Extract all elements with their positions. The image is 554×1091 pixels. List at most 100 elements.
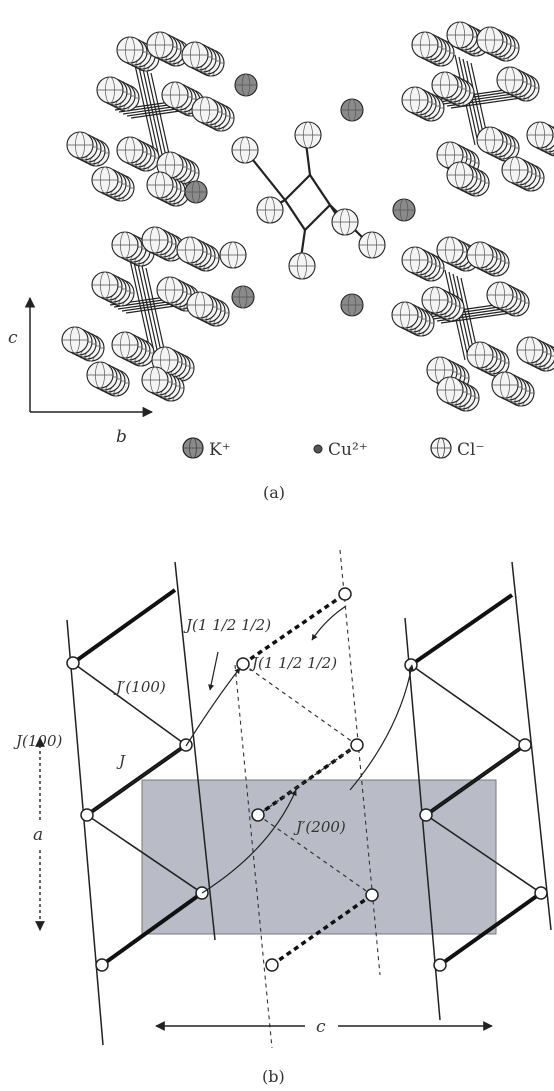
legend-k-label: K⁺ bbox=[209, 440, 231, 460]
chloride-ion bbox=[436, 376, 464, 404]
axis-c-label-b: c bbox=[316, 1017, 326, 1037]
chloride-ion bbox=[111, 331, 139, 359]
label-j-prime-200: J′(200) bbox=[293, 818, 346, 836]
chloride-ion bbox=[466, 341, 494, 369]
legend-cu-label: Cu²⁺ bbox=[328, 440, 368, 460]
chloride-ion bbox=[466, 241, 494, 269]
cu-site bbox=[95, 958, 109, 972]
chloride-ion bbox=[446, 21, 474, 49]
chloride-ion bbox=[91, 271, 119, 299]
chloride-ion bbox=[61, 326, 89, 354]
exchange-bonds bbox=[71, 588, 543, 967]
chloride-ion bbox=[141, 366, 169, 394]
cu-site bbox=[350, 738, 364, 752]
chloride-ion bbox=[141, 226, 169, 254]
chloride-ion bbox=[116, 136, 144, 164]
chloride-ion bbox=[66, 131, 94, 159]
chloride-ion bbox=[219, 241, 247, 269]
label-j-prime-100: J′(100) bbox=[113, 678, 166, 696]
chloride-ion bbox=[516, 336, 544, 364]
chloride-ion bbox=[401, 86, 429, 114]
chloride-ion bbox=[161, 81, 189, 109]
chloride-ion bbox=[288, 252, 316, 280]
legend: K⁺ Cu²⁺ Cl⁻ bbox=[182, 437, 484, 460]
chloride-ion bbox=[151, 346, 179, 374]
chloride-ion bbox=[436, 236, 464, 264]
exchange-paths bbox=[185, 605, 414, 894]
chloride-ion bbox=[431, 71, 459, 99]
chloride-ion bbox=[294, 121, 322, 149]
chloride-ion bbox=[446, 161, 474, 189]
cu-site bbox=[80, 808, 94, 822]
chloride-ion bbox=[96, 76, 124, 104]
chloride-ion bbox=[181, 41, 209, 69]
chloride-ion bbox=[256, 196, 284, 224]
central-cu2cl6-dimer bbox=[219, 121, 386, 280]
chloride-ion bbox=[86, 361, 114, 389]
chloride-ion bbox=[496, 66, 524, 94]
panel-a: c b K⁺ Cu²⁺ Cl⁻ (a) bbox=[8, 21, 554, 502]
cucl-chain-clusters bbox=[61, 21, 554, 412]
cu-site bbox=[66, 656, 80, 670]
cu-sites bbox=[66, 587, 548, 972]
chain-cluster bbox=[66, 31, 235, 207]
chloride-ion bbox=[491, 371, 519, 399]
chloride-ion bbox=[116, 36, 144, 64]
chloride-ion bbox=[146, 31, 174, 59]
chloride-ion bbox=[91, 166, 119, 194]
axis-c-label: c bbox=[8, 328, 18, 348]
chloride-ion bbox=[176, 236, 204, 264]
cu-site bbox=[365, 888, 379, 902]
chain-cluster bbox=[401, 21, 554, 197]
label-j-half-mid: J(1 1/2 1/2) bbox=[249, 654, 337, 672]
chloride-ion bbox=[156, 276, 184, 304]
chloride-ion bbox=[391, 301, 419, 329]
potassium-ion-sphere-icon bbox=[182, 437, 204, 459]
chloride-ion bbox=[476, 26, 504, 54]
axis-a-label: a bbox=[33, 825, 43, 845]
chain-cluster bbox=[391, 236, 554, 412]
potassium-ion bbox=[234, 73, 258, 97]
dashed-chain-axes bbox=[234, 549, 381, 1049]
cu-site bbox=[419, 808, 433, 822]
chloride-ion bbox=[186, 291, 214, 319]
potassium-ion bbox=[231, 285, 255, 309]
panel-b: J(1 1/2 1/2) J(1 1/2 1/2) J′(100) J(100)… bbox=[13, 549, 552, 1086]
cu-site bbox=[433, 958, 447, 972]
caption-a: (a) bbox=[263, 483, 285, 502]
caption-b: (b) bbox=[262, 1067, 285, 1086]
chloride-ion bbox=[231, 136, 259, 164]
chloride-ion bbox=[146, 171, 174, 199]
chloride-ion bbox=[526, 121, 554, 149]
cu-site bbox=[265, 958, 279, 972]
axis-b-label: b bbox=[116, 427, 127, 447]
potassium-ion bbox=[340, 98, 364, 122]
axis-arrows-a bbox=[24, 296, 154, 418]
chloride-ion bbox=[111, 231, 139, 259]
copper-ion-dot-icon bbox=[313, 444, 323, 454]
chloride-ion bbox=[411, 31, 439, 59]
chloride-ion bbox=[486, 281, 514, 309]
chloride-ion-sphere-icon bbox=[430, 437, 452, 459]
chain-cluster bbox=[61, 226, 230, 402]
legend-cl-label: Cl⁻ bbox=[457, 440, 484, 460]
potassium-ion bbox=[392, 198, 416, 222]
chloride-ion bbox=[331, 208, 359, 236]
label-j-half-top: J(1 1/2 1/2) bbox=[183, 616, 271, 634]
cu-site bbox=[534, 886, 548, 900]
cu-site bbox=[236, 657, 250, 671]
label-j-100: J(100) bbox=[13, 732, 62, 750]
chloride-ion bbox=[476, 126, 504, 154]
potassium-ion bbox=[340, 293, 364, 317]
chloride-ion bbox=[421, 286, 449, 314]
cu-site bbox=[251, 808, 265, 822]
chloride-ion bbox=[501, 156, 529, 184]
potassium-ions bbox=[184, 73, 416, 317]
cu-site bbox=[518, 738, 532, 752]
label-j: J bbox=[116, 752, 126, 770]
chloride-ion bbox=[191, 96, 219, 124]
cu-site bbox=[338, 587, 352, 601]
chloride-ion bbox=[401, 246, 429, 274]
chloride-ion bbox=[358, 231, 386, 259]
